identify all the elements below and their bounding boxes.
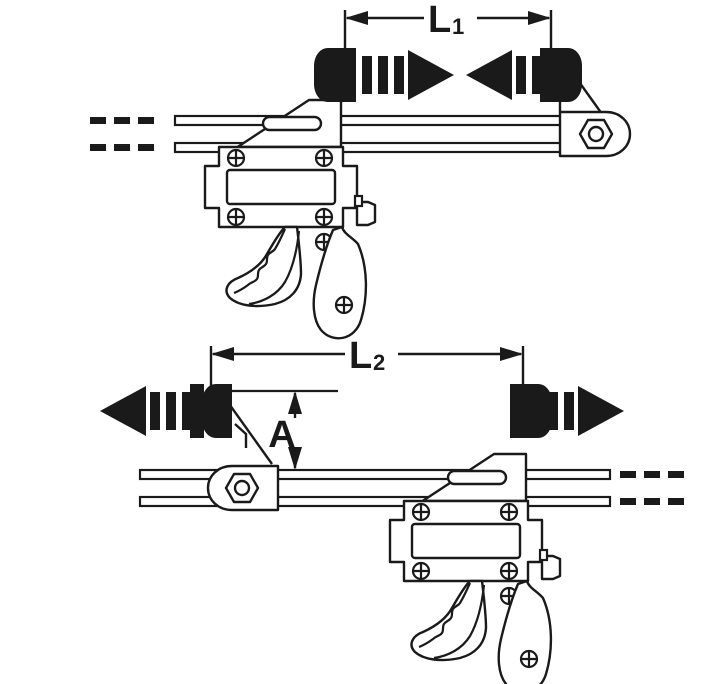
bar-break-marks-lower — [620, 471, 684, 505]
jaw-pad-face-right-lower — [510, 384, 524, 438]
fixed-jaw-heel-lower — [234, 423, 248, 448]
a-label: A — [268, 414, 295, 456]
force-arrow-right-upper — [362, 50, 454, 100]
upper-view-clamping: L 1 — [90, 0, 632, 340]
dimension-l1: L 1 — [343, 0, 553, 52]
bar-rail-bottom-lower — [138, 495, 612, 508]
jaw-pad-left-upper — [314, 48, 344, 102]
slider-head-lower — [388, 452, 562, 684]
l2-label: L — [349, 335, 372, 377]
jaw-pad-left-lower — [202, 384, 232, 438]
jaw-pad-left-upper-group — [314, 48, 356, 102]
l1-arrowhead-left — [345, 11, 368, 25]
a-arrowhead-top — [288, 391, 302, 414]
l1-label: L — [428, 0, 451, 41]
a-arrowhead-bottom — [288, 447, 302, 470]
bar-break-marks-upper — [90, 117, 154, 151]
bar-rail-top-upper — [173, 114, 582, 127]
lower-view-spreading: L 2 A — [100, 335, 684, 684]
jaw-pad-face-left-upper — [342, 48, 356, 102]
l2-arrowhead-right — [500, 347, 523, 361]
l2-arrowhead-left — [211, 347, 234, 361]
dimension-a: A — [215, 389, 338, 470]
steel-bar-lower — [138, 468, 684, 508]
l1-arrowhead-right — [528, 11, 551, 25]
fixed-jaw-lower — [190, 384, 280, 512]
bar-rail-top-lower — [138, 468, 612, 481]
jaw-pad-right-upper — [552, 48, 582, 102]
dimension-l2: L 2 — [209, 335, 525, 392]
jaw-pad-arm-link-upper — [315, 54, 331, 64]
jaw-pad-face-left-lower — [190, 384, 204, 438]
jaw-pad-right-lower-group — [510, 384, 552, 438]
slider-head-upper — [203, 98, 377, 340]
force-arrow-left-lower — [100, 386, 192, 436]
l2-label-subscript: 2 — [373, 350, 385, 375]
l1-label-subscript: 1 — [452, 14, 464, 39]
